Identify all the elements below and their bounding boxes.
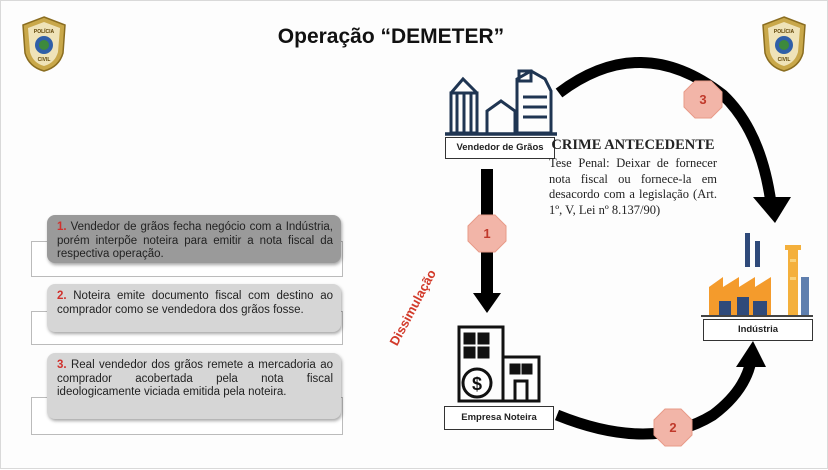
seller-label: Vendedor de Grãos: [445, 137, 555, 159]
badge-text-bottom: CIVIL: [778, 57, 791, 63]
crime-text: Tese Penal: Deixar de fornecer nota fisc…: [549, 156, 717, 217]
grains-image: [113, 59, 281, 201]
step-marker-3: 3: [683, 80, 723, 119]
industry-label: Indústria: [703, 319, 813, 341]
step-3-number: 3.: [57, 359, 67, 371]
police-badge-right-icon: POLÍCIA CIVIL: [762, 16, 806, 72]
silo-icon: [445, 69, 557, 136]
step-1-box: 1. Vendedor de grãos fecha negócio com a…: [47, 215, 341, 263]
step-marker-3-text: 3: [699, 92, 706, 107]
step-marker-1: 1: [467, 214, 507, 253]
badge-text-top: POLÍCIA: [34, 27, 55, 35]
step-2-number: 2.: [57, 290, 67, 302]
building-icon: $: [457, 325, 541, 403]
step-1-text: Vendedor de grãos fecha negócio com a In…: [57, 221, 333, 260]
step-3-text: Real vendedor dos grãos remete a mercado…: [57, 359, 333, 398]
company-label: Empresa Noteira: [444, 406, 554, 430]
police-badge-left-icon: POLÍCIA CIVIL: [22, 16, 66, 72]
arrow-curve-top-icon: [555, 57, 791, 223]
arrow-curve-bottom-icon: [554, 341, 766, 440]
crime-block: CRIME ANTECEDENTE Tese Penal: Deixar de …: [549, 137, 717, 218]
crime-heading: CRIME ANTECEDENTE: [551, 137, 715, 153]
step-1-number: 1.: [57, 221, 67, 233]
svg-text:$: $: [472, 374, 482, 394]
step-2-box: 2. Noteira emite documento fiscal com de…: [47, 284, 341, 332]
step-marker-1-text: 1: [483, 226, 490, 241]
factory-icon: [701, 233, 813, 317]
badge-text-bottom: CIVIL: [38, 57, 51, 63]
badge-text-top: POLÍCIA: [774, 27, 795, 35]
step-marker-2-text: 2: [669, 420, 676, 435]
step-2-text: Noteira emite documento fiscal com desti…: [57, 290, 333, 316]
step-3-box: 3. Real vendedor dos grãos remete a merc…: [47, 353, 341, 419]
step-marker-2: 2: [653, 408, 693, 447]
page-title: Operação “DEMETER”: [277, 25, 505, 48]
